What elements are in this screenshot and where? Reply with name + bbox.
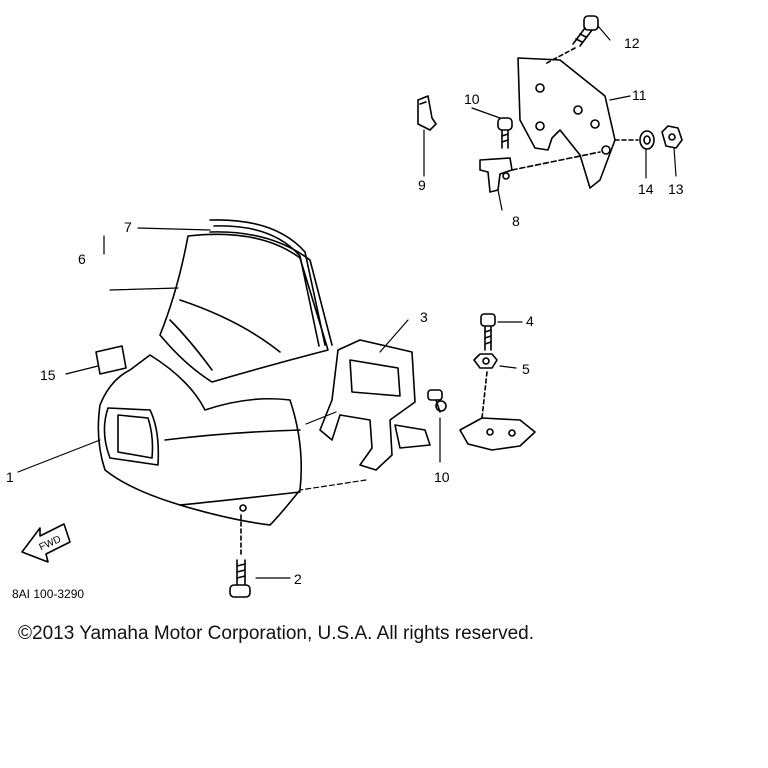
grommet-screw-upper [497, 117, 513, 149]
callout-8: 8 [512, 213, 520, 229]
diagram-code: 8AI 100-3290 [12, 587, 84, 601]
callout-5: 5 [522, 361, 530, 377]
mounting-bracket [319, 339, 431, 471]
callout-13: 13 [668, 181, 684, 197]
callout-2: 2 [294, 571, 302, 587]
holder-8 [479, 151, 601, 193]
callout-3: 3 [420, 309, 428, 325]
callout-14: 14 [638, 181, 654, 197]
cowling-body [97, 354, 302, 526]
leader-lines [17, 25, 677, 579]
windscreen [159, 231, 333, 383]
emblem [95, 345, 127, 375]
washer [639, 130, 655, 150]
bolt-2 [229, 514, 251, 598]
mount-plate [459, 371, 536, 451]
callout-15: 15 [40, 367, 56, 383]
grommet-screw-lower [427, 389, 447, 413]
callout-12: 12 [624, 35, 640, 51]
trim-strip [209, 219, 326, 347]
nut [473, 353, 498, 369]
stay-9 [417, 95, 437, 131]
fwd-arrow-icon: FWD [21, 523, 71, 563]
bolt [480, 313, 496, 351]
callout-10-upper: 10 [464, 91, 480, 107]
callout-6: 6 [78, 251, 86, 267]
callout-1: 1 [6, 469, 14, 485]
copyright-notice: ©2013 Yamaha Motor Corporation, U.S.A. A… [18, 623, 534, 644]
callout-4: 4 [526, 313, 534, 329]
callout-7: 7 [124, 219, 132, 235]
parts-diagram: 1 2 3 4 5 6 7 8 9 10 10 11 12 13 14 15 F… [6, 15, 684, 601]
callout-11: 11 [632, 87, 647, 103]
bolt-12 [544, 15, 599, 65]
callout-10-lower: 10 [434, 469, 450, 485]
callout-9: 9 [418, 177, 426, 193]
nut-13 [661, 125, 683, 149]
upper-bracket [517, 57, 616, 189]
